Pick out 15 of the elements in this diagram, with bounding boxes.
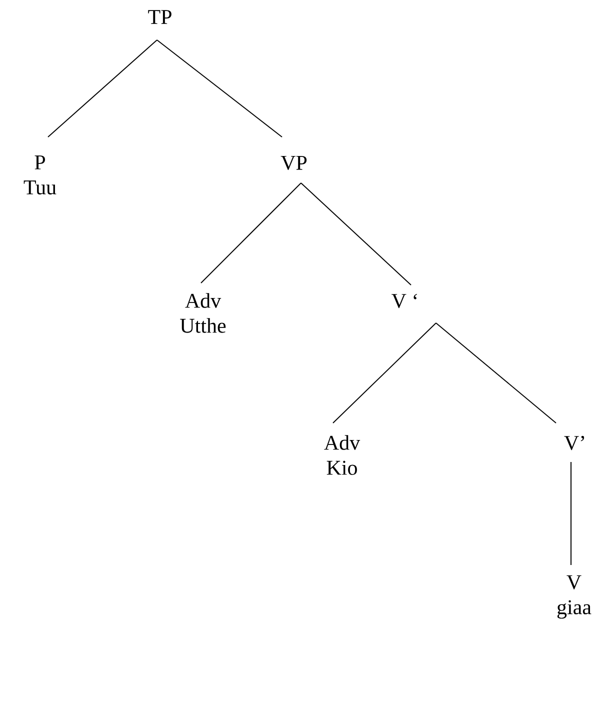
tree-node-label: P Tuu [24,156,56,194]
branch-line [332,322,436,424]
branch-line [200,182,302,284]
branch-line [300,182,412,286]
tree-node-label: V ‘ [392,294,417,308]
branch-line [156,40,282,138]
tree-node-label: VP [280,156,307,170]
branch-line [570,462,572,566]
branch-line [436,322,556,424]
tree-node-label: TP [148,10,172,24]
tree-node-label: V giaa [557,575,592,619]
branch-line [48,40,158,138]
tree-node-label: Adv Kio [324,435,360,475]
tree-node-label: V’ [564,436,584,450]
tree-node-label: Adv Utthe [180,293,226,333]
